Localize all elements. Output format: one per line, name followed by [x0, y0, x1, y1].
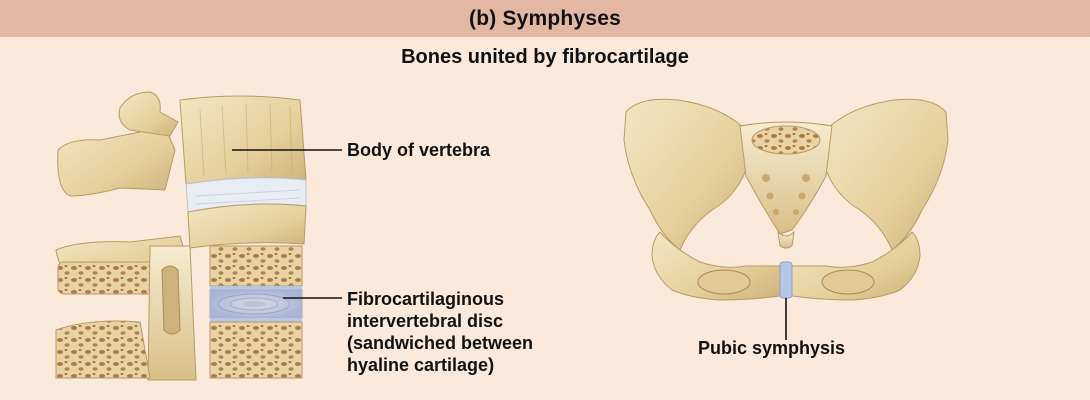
label-text: Pubic symphysis: [698, 338, 846, 358]
pubic-symphysis-cartilage: [779, 261, 793, 299]
section-title: (b) Symphyses: [469, 6, 621, 30]
diagram-subtitle: Bones united by fibrocartilage: [401, 46, 689, 68]
label-pubic-symphysis: Pubic symphysis: [698, 337, 845, 359]
coccyx: [777, 230, 795, 249]
vertebral-body-upper: [179, 95, 307, 185]
vertebral-body-section-2: [209, 321, 303, 379]
label-text: Body of vertebra: [347, 140, 491, 160]
vertebral-foramen: [161, 265, 181, 335]
label-intervertebral-disc: Fibrocartilaginous intervertebral disc (…: [347, 288, 533, 376]
label-body-of-vertebra: Body of vertebra: [347, 139, 490, 161]
lower-posterior-block: [55, 320, 151, 379]
right-obturator-foramen: [821, 269, 875, 295]
label-disc-line-4: hyaline cartilage): [347, 355, 495, 375]
vertebral-column-illustration: [55, 91, 307, 381]
label-disc-line-3: (sandwiched between: [347, 333, 534, 353]
right-iliac-wing: [825, 98, 949, 251]
transverse-process: [118, 91, 179, 137]
label-disc-line-1: Fibrocartilaginous: [347, 289, 505, 309]
vertebral-body-middle: [187, 203, 307, 249]
sacral-base: [751, 125, 821, 155]
spinous-process-upper: [57, 119, 176, 197]
vertebral-body-section-1: [209, 245, 303, 287]
header-band: (b) Symphyses: [0, 0, 1090, 37]
pelvis-illustration: [623, 98, 949, 301]
left-obturator-foramen: [697, 269, 751, 295]
left-iliac-wing: [623, 98, 747, 251]
label-disc-line-2: intervertebral disc: [347, 311, 504, 331]
